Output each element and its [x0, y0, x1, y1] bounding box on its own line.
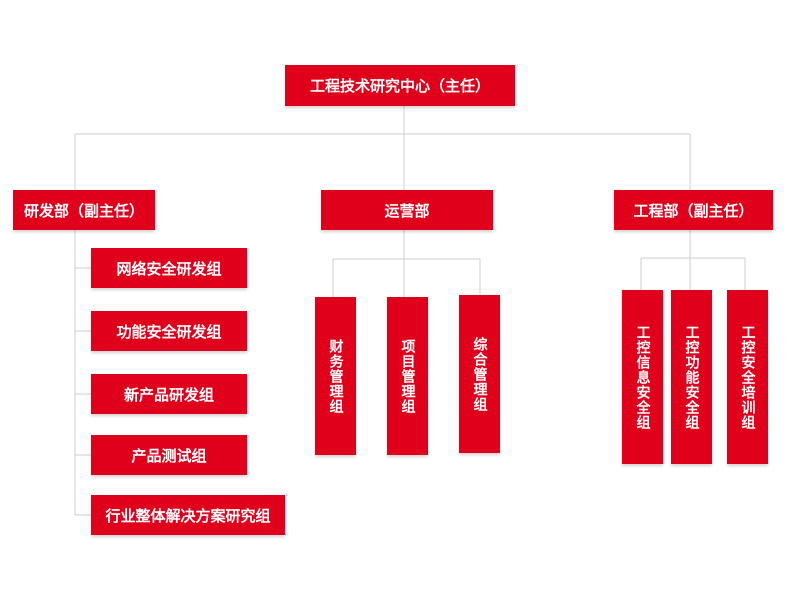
dept-operations: 运营部	[321, 190, 493, 230]
dept-rd: 研发部（副主任）	[13, 190, 155, 230]
group-eng-ics-security-training: 工控安全培训组	[727, 290, 768, 464]
dept-engineering: 工程部（副主任）	[614, 190, 773, 230]
group-ops-finance: 财务管理组	[315, 297, 356, 455]
group-rd-functional-safety: 功能安全研发组	[91, 311, 247, 351]
root-node: 工程技术研究中心（主任）	[285, 65, 515, 106]
group-rd-new-product: 新产品研发组	[91, 374, 247, 414]
group-eng-ics-info-security: 工控信息安全组	[622, 290, 663, 464]
group-ops-general: 综合管理组	[459, 295, 500, 453]
group-eng-ics-functional-safety: 工控功能安全组	[671, 290, 712, 464]
group-rd-network-security: 网络安全研发组	[91, 248, 247, 288]
group-rd-product-test: 产品测试组	[91, 435, 247, 475]
group-ops-project: 项目管理组	[387, 297, 428, 455]
group-rd-industry-solutions: 行业整体解决方案研究组	[91, 495, 285, 535]
